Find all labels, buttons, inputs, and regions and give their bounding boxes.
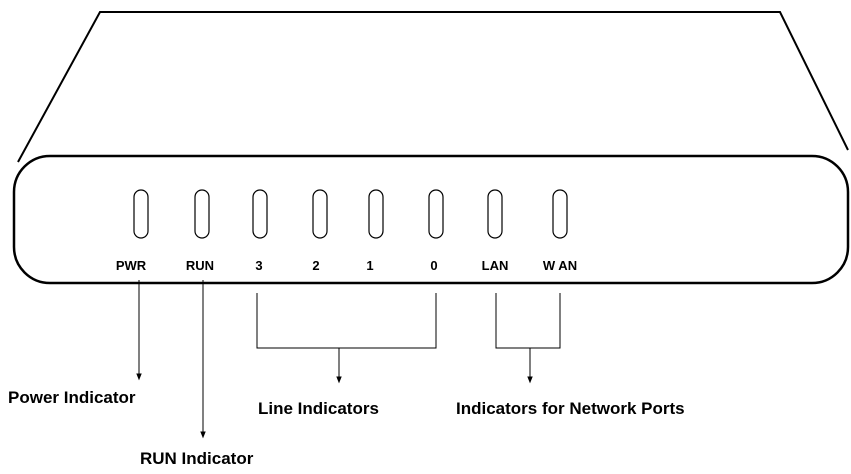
led-label-1: 1	[366, 258, 373, 273]
run-indicator-label: RUN Indicator	[140, 449, 254, 468]
led-label-2: 2	[312, 258, 319, 273]
network-arrowhead	[527, 376, 533, 384]
led-line-2	[312, 189, 328, 239]
led-label-3: 3	[255, 258, 262, 273]
led-label-run: RUN	[186, 258, 214, 273]
led-label-wan: W AN	[543, 258, 577, 273]
led-label-pwr: PWR	[116, 258, 147, 273]
led-wan	[552, 189, 568, 239]
led-line-0	[428, 189, 444, 239]
led-label-0: 0	[430, 258, 437, 273]
led-row	[133, 189, 568, 239]
network-bracket	[495, 293, 561, 349]
line-indicators-label: Line Indicators	[258, 399, 379, 418]
line-bracket	[256, 293, 437, 349]
led-labels: PWR RUN 3 2 1 0 LAN W AN	[116, 258, 577, 273]
power-arrowhead	[136, 373, 142, 381]
led-line-3	[252, 189, 268, 239]
led-lan	[487, 189, 503, 239]
run-arrowhead	[200, 431, 206, 439]
led-line-1	[368, 189, 384, 239]
line-arrowhead	[336, 376, 342, 384]
power-indicator-label: Power Indicator	[8, 388, 136, 407]
led-run	[194, 189, 210, 239]
callout-lines	[136, 280, 561, 439]
led-label-lan: LAN	[482, 258, 509, 273]
callout-labels: Power Indicator Line Indicators Indicato…	[8, 388, 685, 468]
network-indicators-label: Indicators for Network Ports	[456, 399, 685, 418]
led-pwr	[133, 189, 149, 239]
device-top-outline	[17, 11, 849, 163]
